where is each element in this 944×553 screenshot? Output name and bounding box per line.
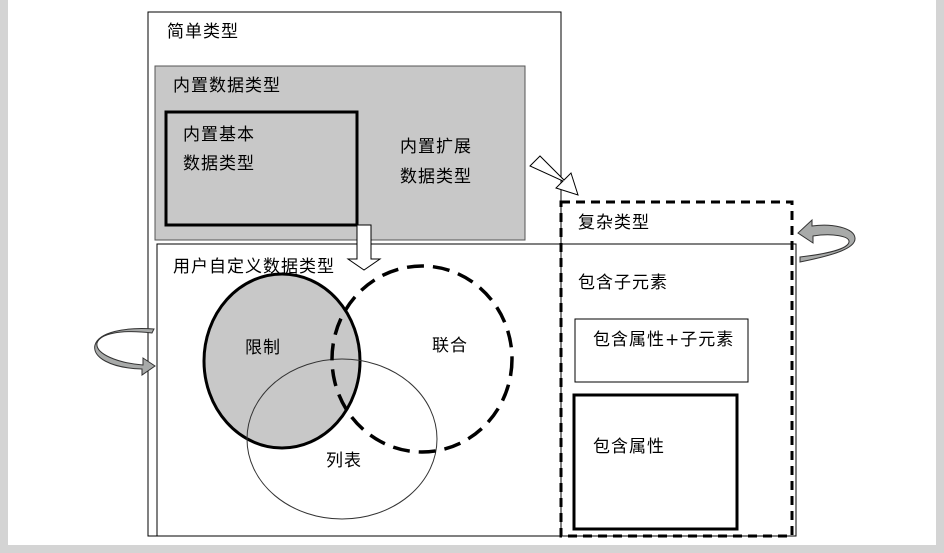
list-circle [246,358,438,520]
builtin-types-box [154,65,526,241]
simple-types-label: 简单类型 [167,22,239,42]
down-arrow-icon [346,224,382,271]
attr-child-label: 包含属性+子元素 [593,330,735,350]
complex-types-label: 复杂类型 [578,213,650,233]
list-label: 列表 [326,451,362,471]
builtin-basic-label-line1: 内置基本 [183,125,255,145]
left-recursion-arrow-icon [94,328,156,376]
user-defined-box [156,243,797,537]
union-label: 联合 [432,336,468,356]
attributes-only-box [572,393,739,531]
user-defined-label: 用户自定义数据类型 [173,257,335,277]
builtin-types-label: 内置数据类型 [173,76,281,96]
restriction-label: 限制 [245,338,281,358]
builtin-basic-box [164,110,359,227]
complex-types-box [559,200,794,538]
builtin-ext-label-line2: 数据类型 [400,167,472,187]
restriction-circle [202,272,362,450]
left-frame-bar [0,0,8,553]
bottom-frame-bar [0,545,944,553]
right-frame-bar [936,0,944,553]
attributes-only-label: 包含属性 [593,437,665,457]
builtin-basic-label-line2: 数据类型 [183,154,255,174]
right-recursion-arrow-icon [797,218,856,263]
builtin-ext-label-line1: 内置扩展 [400,137,472,157]
union-circle [330,264,514,454]
attr-child-box [574,318,749,383]
diagonal-arrow-icon [529,155,579,196]
child-elements-label: 包含子元素 [578,273,668,293]
